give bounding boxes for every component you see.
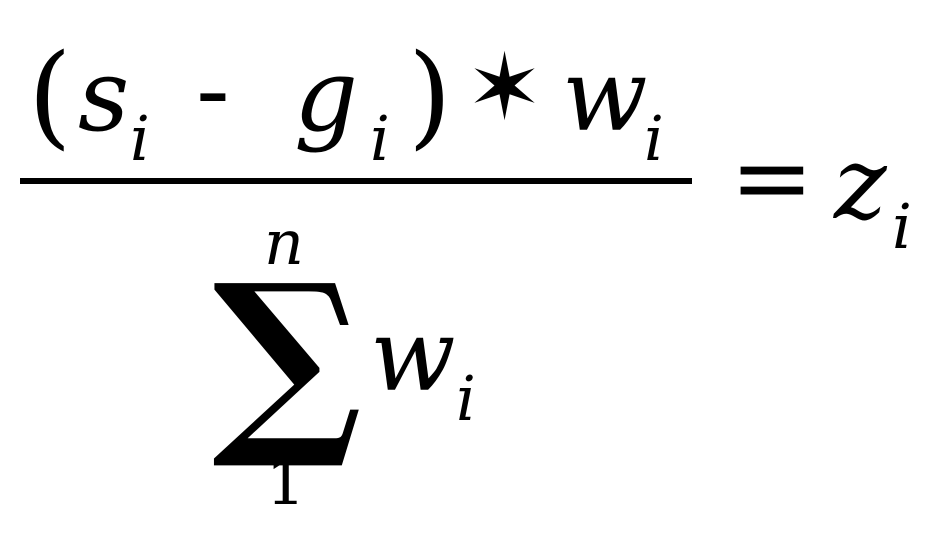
- numerator-star-operator: ✶: [466, 34, 544, 141]
- fraction-bar: [20, 178, 692, 184]
- summation-symbol: ∑: [212, 240, 363, 475]
- sum-lower-limit: 1: [266, 446, 306, 519]
- numerator-g-subscript: i: [370, 102, 390, 175]
- denominator-w-subscript: i: [456, 362, 476, 435]
- numerator-g-variable: g: [294, 37, 359, 154]
- rhs-z-subscript: i: [892, 190, 912, 263]
- denominator-w-variable: w: [370, 297, 456, 414]
- numerator-minus-sign: -: [196, 31, 230, 148]
- numerator-open-paren: (: [28, 31, 72, 161]
- numerator-w-subscript: i: [644, 102, 664, 175]
- rhs-z-variable: z: [834, 125, 887, 242]
- equals-sign: =: [730, 119, 814, 236]
- numerator-s-variable: s: [78, 37, 130, 154]
- numerator-s-subscript: i: [130, 102, 150, 175]
- numerator-close-paren: ): [408, 31, 452, 161]
- sum-upper-limit: n: [264, 206, 304, 279]
- numerator-w-variable: w: [562, 37, 648, 154]
